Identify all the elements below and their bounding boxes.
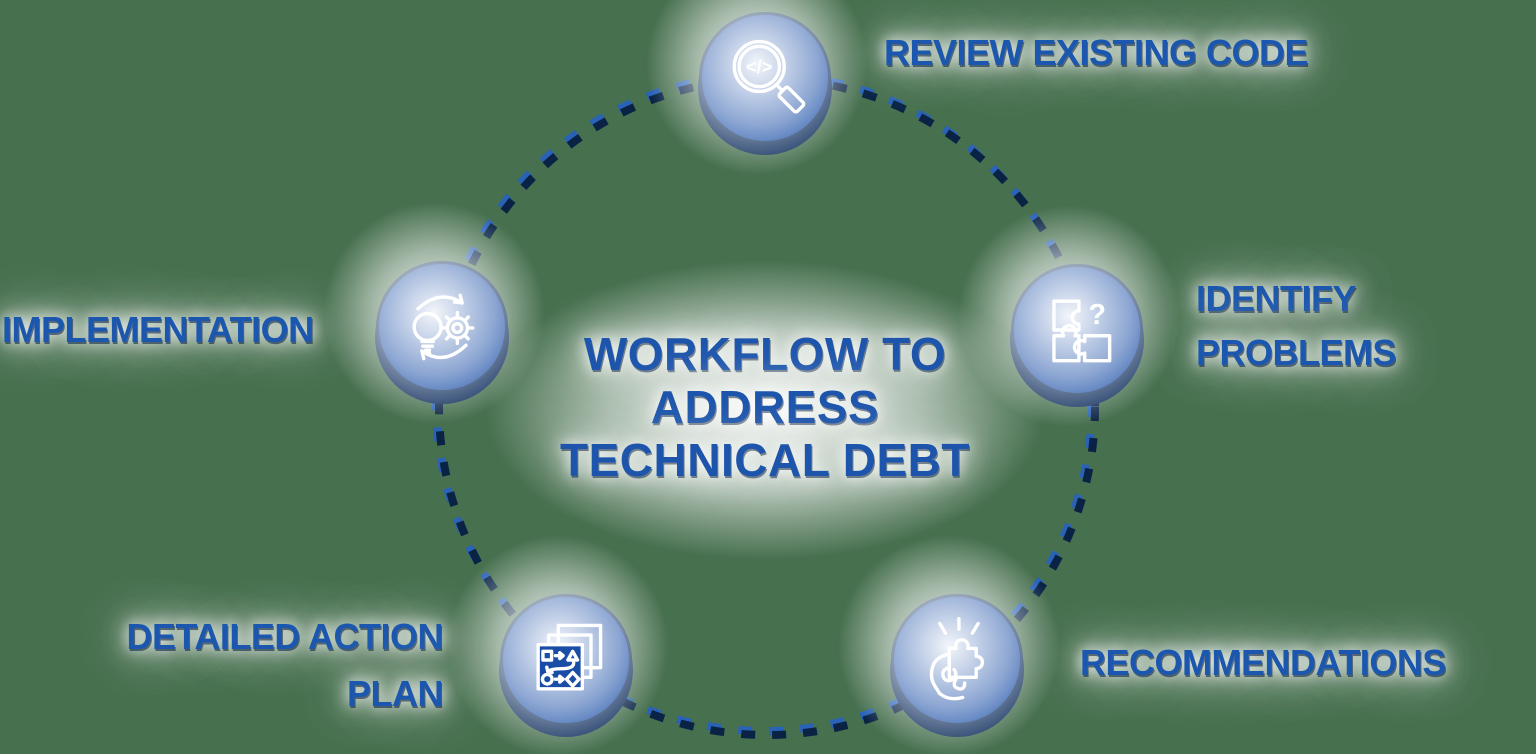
label-recommendations: RECOMMENDATIONS — [1080, 642, 1446, 683]
label-review-existing-code: REVIEW EXISTING CODE — [884, 32, 1309, 73]
label-line: PROBLEMS — [1196, 332, 1397, 373]
label-implementation: IMPLEMENTATION — [2, 309, 314, 350]
bulb-gear-cycle-icon — [394, 279, 490, 375]
code-magnifier-icon: </> — [717, 30, 813, 126]
node-implementation — [376, 261, 508, 393]
code-glyph: </> — [746, 56, 772, 77]
question-glyph: ? — [1088, 299, 1106, 331]
node-detailed-action-plan — [500, 594, 632, 726]
label-line: DETAILED ACTION — [126, 616, 444, 657]
title-line: ADDRESS — [650, 381, 880, 433]
node-identify-problems: ? — [1011, 264, 1143, 396]
title-line: TECHNICAL DEBT — [560, 434, 970, 486]
label-line: IDENTIFY — [1196, 278, 1357, 319]
hand-puzzle-icon — [909, 612, 1005, 708]
flowchart-pages-icon — [518, 612, 614, 708]
diagram-title: WORKFLOW TO ADDRESS TECHNICAL DEBT — [560, 328, 970, 487]
node-recommendations — [891, 594, 1023, 726]
title-line: WORKFLOW TO — [583, 328, 947, 380]
label-identify-problems: IDENTIFY PROBLEMS — [1196, 272, 1397, 380]
puzzle-question-icon: ? — [1029, 299, 1125, 378]
label-line: PLAN — [347, 673, 444, 714]
label-detailed-action-plan: DETAILED ACTION PLAN — [93, 608, 444, 722]
node-review-existing-code: </> — [699, 12, 831, 144]
